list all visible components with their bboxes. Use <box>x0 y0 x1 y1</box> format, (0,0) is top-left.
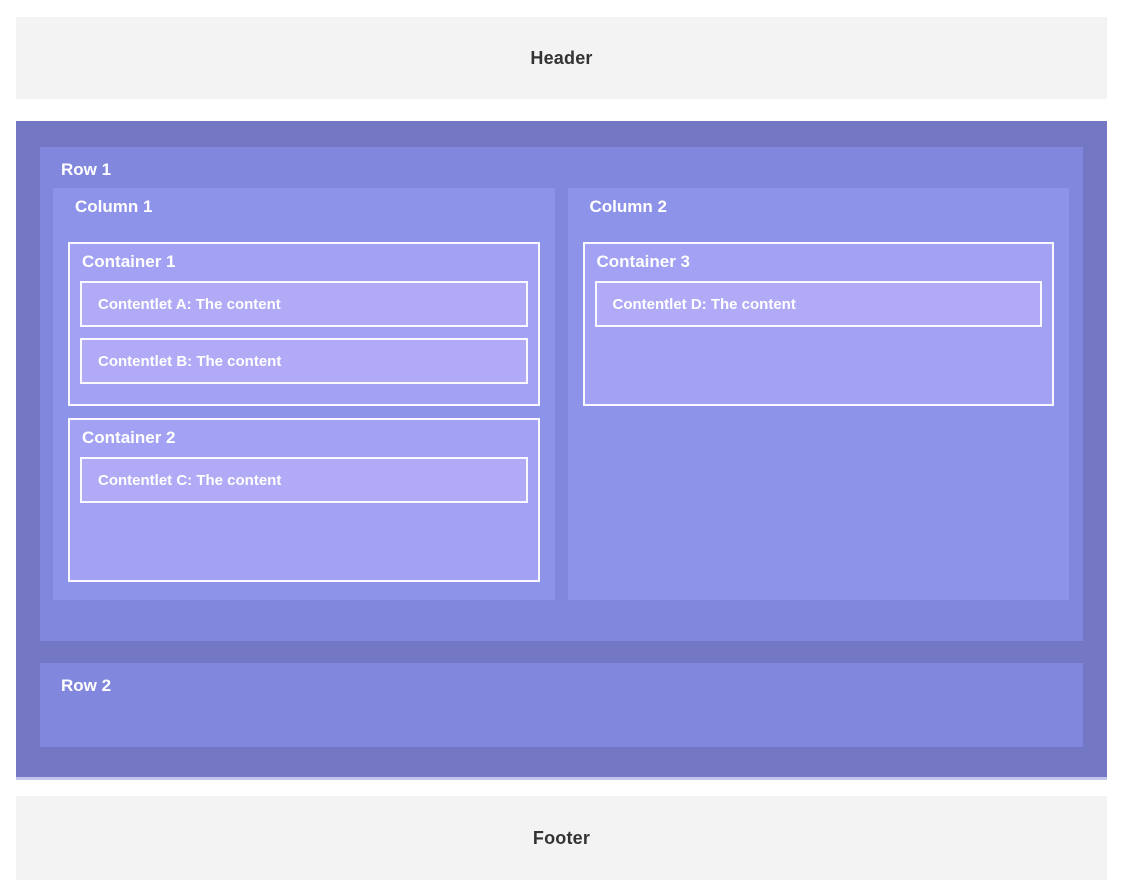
header-title: Header <box>530 47 593 68</box>
footer: Footer <box>16 796 1107 880</box>
contentlet-a: Contentlet A: The content <box>80 281 528 327</box>
column-1: Column 1 Container 1 Contentlet A: The c… <box>53 188 555 600</box>
layout-body: Row 1 Column 1 Container 1 Contentlet A:… <box>16 121 1107 780</box>
container-3-label: Container 3 <box>596 252 691 271</box>
column-1-label: Column 1 <box>75 197 153 216</box>
page: Header Row 1 Column 1 Container 1 Conten… <box>0 17 1122 880</box>
column-2-label: Column 2 <box>589 197 667 216</box>
contentlet-c-label: Contentlet C: The content <box>98 471 282 489</box>
row-1-label: Row 1 <box>61 160 112 179</box>
contentlet-a-label: Contentlet A: The content <box>98 295 281 313</box>
row-1-columns: Column 1 Container 1 Contentlet A: The c… <box>53 188 1069 600</box>
container-1: Container 1 Contentlet A: The content Co… <box>68 242 540 406</box>
row-1: Row 1 Column 1 Container 1 Contentlet A:… <box>40 147 1083 641</box>
contentlet-b: Contentlet B: The content <box>80 338 528 384</box>
container-2-label: Container 2 <box>82 428 176 447</box>
footer-title: Footer <box>532 827 591 848</box>
container-2: Container 2 Contentlet C: The content <box>68 418 540 582</box>
row-2: Row 2 <box>40 663 1083 747</box>
header: Header <box>16 17 1107 99</box>
container-1-label: Container 1 <box>82 252 176 271</box>
container-3: Container 3 Contentlet D: The content <box>582 242 1054 406</box>
row-2-label: Row 2 <box>61 676 112 695</box>
contentlet-c: Contentlet C: The content <box>80 457 528 503</box>
contentlet-b-label: Contentlet B: The content <box>98 352 282 370</box>
contentlet-d: Contentlet D: The content <box>594 281 1042 327</box>
column-2: Column 2 Container 3 Contentlet D: The c… <box>567 188 1069 600</box>
contentlet-d-label: Contentlet D: The content <box>612 295 796 313</box>
